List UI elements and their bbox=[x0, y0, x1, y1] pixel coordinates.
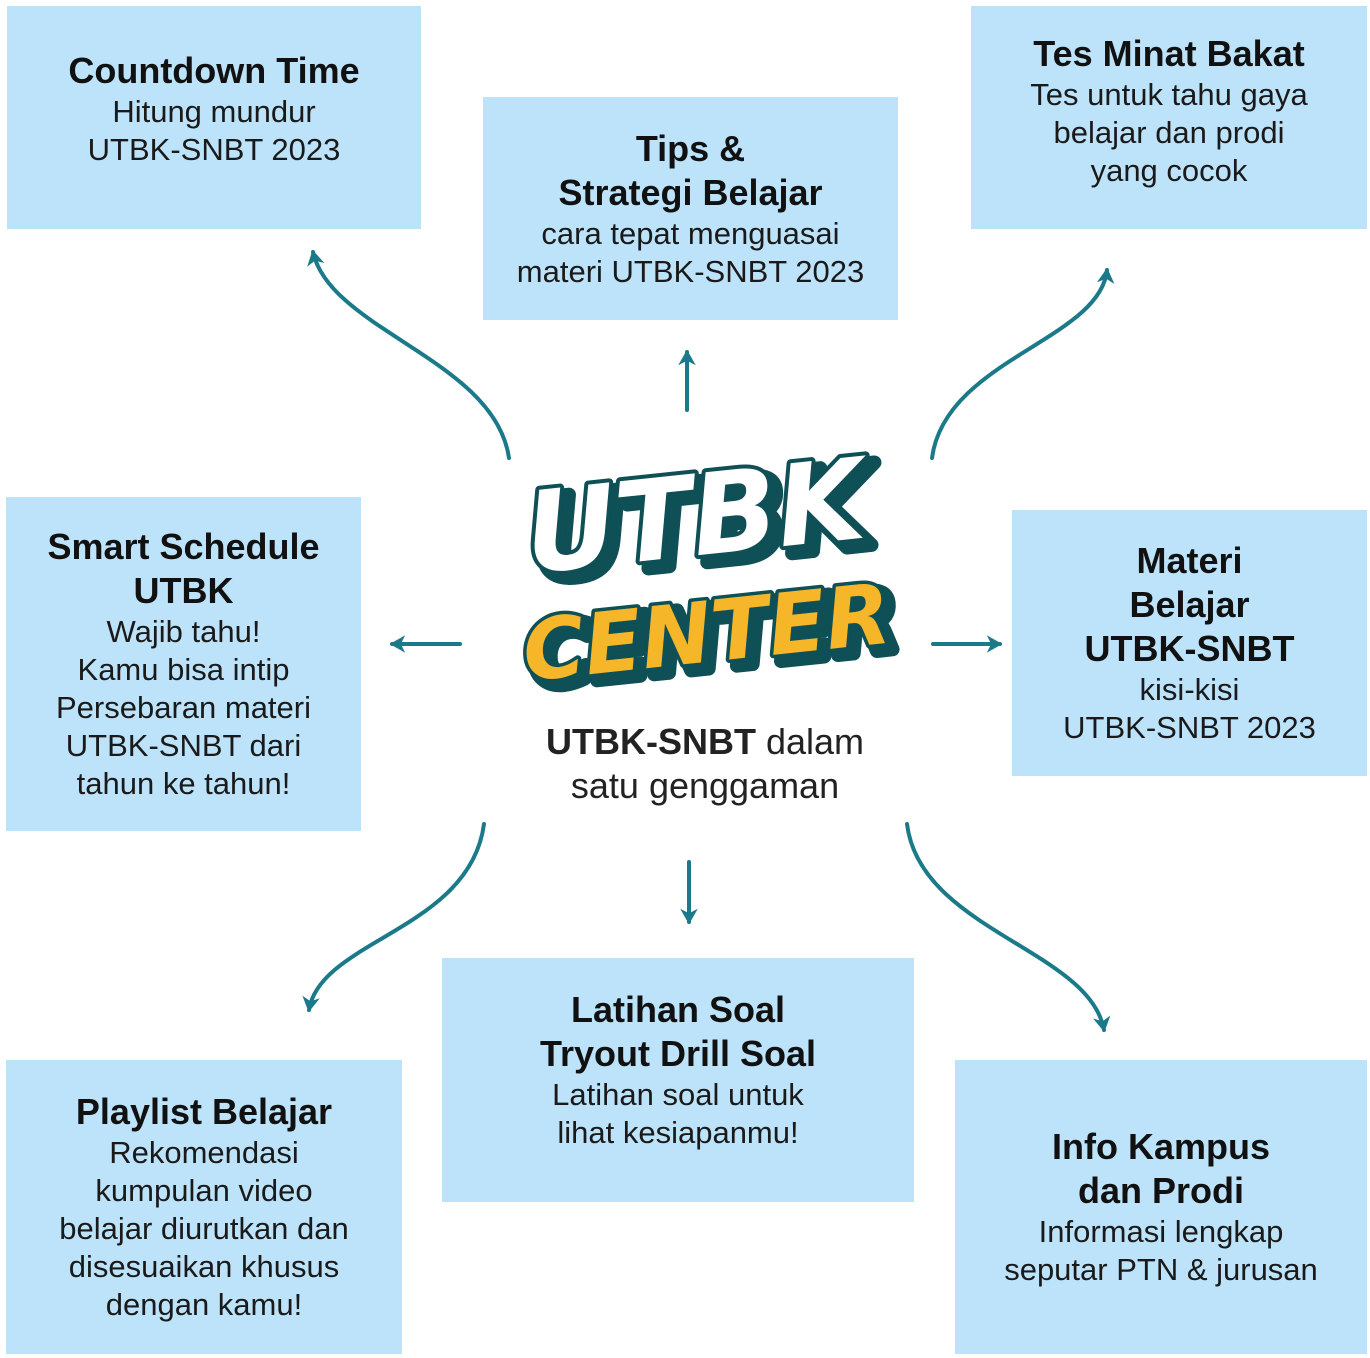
tes-minat-desc: Tes untuk tahu gaya belajar dan prodi ya… bbox=[1030, 76, 1308, 188]
tes-minat-box: Tes Minat Bakat Tes untuk tahu gaya bela… bbox=[971, 6, 1367, 229]
arrow-to-info-kampus bbox=[905, 822, 1111, 1033]
playlist-box: Playlist Belajar Rekomendasi kumpulan vi… bbox=[6, 1060, 402, 1354]
latihan-title: Latihan Soal Tryout Drill Soal bbox=[539, 989, 817, 1074]
smart-schedule-desc: Wajib tahu! Kamu bisa intip Persebaran m… bbox=[55, 614, 311, 801]
latihan-desc: Latihan soal untuk lihat kesiapanmu! bbox=[552, 1077, 804, 1150]
countdown-desc: Hitung mundur UTBK-SNBT 2023 bbox=[87, 93, 341, 167]
tips-title: Tips & Strategi Belajar bbox=[558, 127, 823, 213]
countdown-box: Countdown Time Hitung mundur UTBK-SNBT 2… bbox=[7, 6, 421, 229]
smart-schedule-box: Smart Schedule UTBK Wajib tahu! Kamu bis… bbox=[6, 497, 361, 831]
smart-schedule-title: Smart Schedule UTBK bbox=[47, 526, 320, 611]
tes-minat-title: Tes Minat Bakat bbox=[1033, 32, 1305, 74]
materi-desc: kisi-kisi UTBK-SNBT 2023 bbox=[1063, 672, 1316, 745]
logo-utbk-text: UTBK bbox=[519, 440, 877, 600]
playlist-title: Playlist Belajar bbox=[75, 1091, 333, 1132]
tagline-rest: dalam bbox=[755, 721, 865, 762]
tagline-bold: UTBK-SNBT bbox=[545, 721, 756, 762]
tips-desc: cara tepat menguasai materi UTBK-SNBT 20… bbox=[516, 215, 865, 289]
arrow-to-playlist bbox=[302, 822, 486, 1013]
tips-box: Tips & Strategi Belajar cara tepat mengu… bbox=[483, 97, 898, 320]
materi-box: Materi Belajar UTBK-SNBT kisi-kisi UTBK-… bbox=[1012, 510, 1367, 776]
info-kampus-box: Info Kampus dan Prodi Informasi lengkap … bbox=[955, 1060, 1367, 1354]
latihan-box: Latihan Soal Tryout Drill Soal Latihan s… bbox=[442, 958, 914, 1202]
arrow-to-countdown bbox=[307, 249, 511, 460]
tagline: UTBK-SNBT dalam satu genggaman bbox=[480, 720, 930, 808]
info-kampus-desc: Informasi lengkap seputar PTN & jurusan bbox=[1004, 1214, 1318, 1287]
utbk-center-logo: UTBK UTBK CENTER CENTER bbox=[515, 440, 905, 700]
materi-title: Materi Belajar UTBK-SNBT bbox=[1084, 540, 1295, 669]
playlist-desc: Rekomendasi kumpulan video belajar diuru… bbox=[59, 1135, 349, 1322]
info-kampus-title: Info Kampus dan Prodi bbox=[1051, 1126, 1270, 1211]
arrow-to-tes-minat bbox=[930, 267, 1115, 460]
countdown-title: Countdown Time bbox=[68, 49, 360, 91]
tagline-line2: satu genggaman bbox=[570, 765, 840, 806]
